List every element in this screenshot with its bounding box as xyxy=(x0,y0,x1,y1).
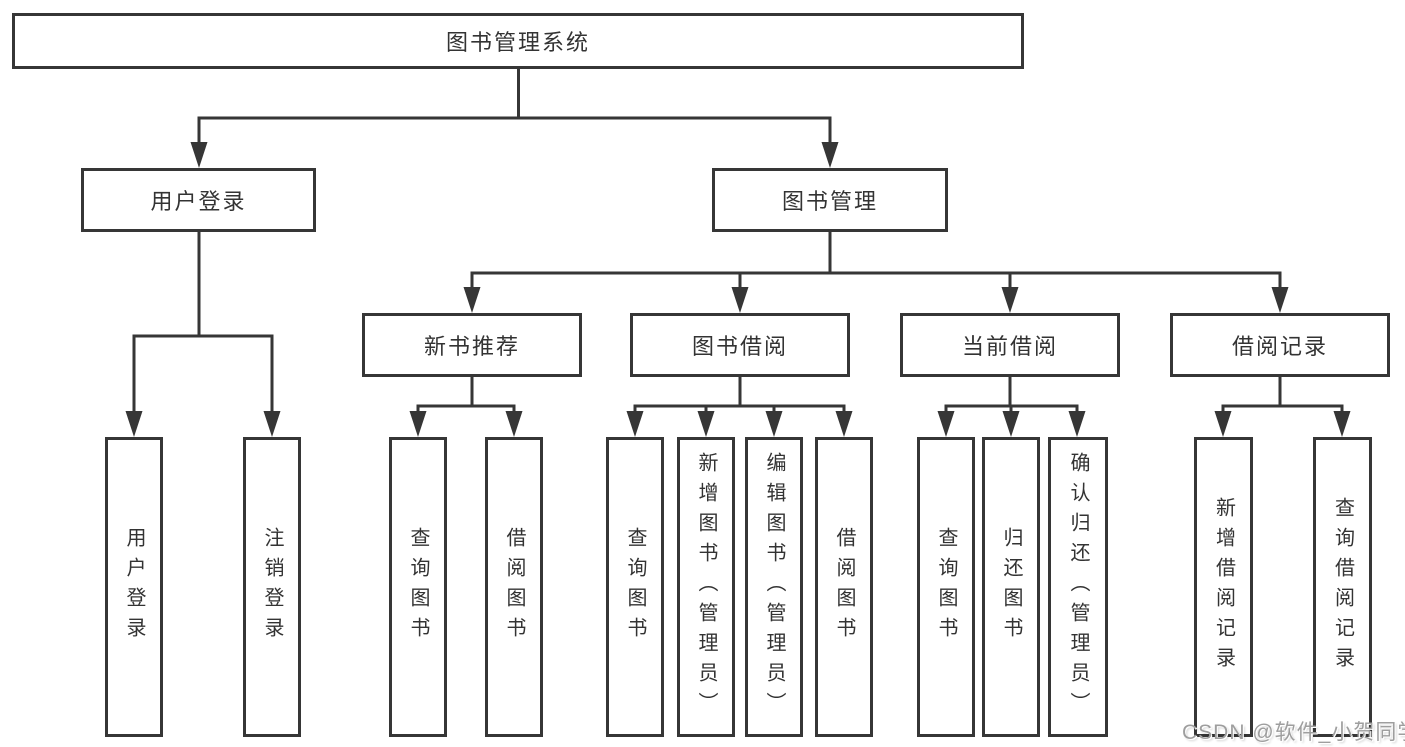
node-root-label: 图书管理系统 xyxy=(445,30,590,55)
leaf-query-books-recommend: 查询图书 xyxy=(389,437,447,737)
leaf-query-borrow-record: 查询借阅记录 xyxy=(1313,437,1372,737)
leaf-borrow-books-label: 借阅图书 xyxy=(833,527,855,647)
node-current-borrow: 当前借阅 xyxy=(900,313,1120,377)
leaf-confirm-return-admin: 确认归还（管理员） xyxy=(1048,437,1108,737)
leaf-query-borrow-record-label: 查询借阅记录 xyxy=(1331,497,1354,677)
watermark: CSDN @软件_小贺同学 xyxy=(1182,721,1405,744)
arrowhead-icons xyxy=(125,142,1351,437)
leaf-add-book-admin-label: 新增图书（管理员） xyxy=(695,452,717,722)
leaf-add-borrow-record: 新增借阅记录 xyxy=(1194,437,1253,737)
node-book-borrow: 图书借阅 xyxy=(630,313,850,377)
leaf-query-books-recommend-label: 查询图书 xyxy=(407,527,429,647)
leaf-edit-book-admin-label: 编辑图书（管理员） xyxy=(763,452,785,722)
node-book-management: 图书管理 xyxy=(712,168,948,232)
connector-root-to-level2 xyxy=(197,67,832,146)
node-new-book-recommend-label: 新书推荐 xyxy=(423,334,520,359)
node-new-book-recommend: 新书推荐 xyxy=(362,313,582,377)
leaf-query-books-borrow: 查询图书 xyxy=(606,437,664,737)
leaf-borrow-books: 借阅图书 xyxy=(815,437,873,737)
node-user-login: 用户登录 xyxy=(81,168,316,232)
connector-level3-to-leaves xyxy=(416,377,1344,414)
connector-bookmgmt-to-level3 xyxy=(470,232,1282,290)
leaf-query-books-borrow-label: 查询图书 xyxy=(624,527,646,647)
node-current-borrow-label: 当前借阅 xyxy=(961,334,1058,359)
leaf-query-books-current-label: 查询图书 xyxy=(935,527,957,647)
connector-userlogin-to-leaves xyxy=(132,232,274,414)
node-book-borrow-label: 图书借阅 xyxy=(691,334,788,359)
leaf-user-login: 用户登录 xyxy=(105,437,163,737)
leaf-logout: 注销登录 xyxy=(243,437,301,737)
leaf-edit-book-admin: 编辑图书（管理员） xyxy=(745,437,803,737)
node-book-management-label: 图书管理 xyxy=(781,189,878,214)
leaf-borrow-books-recommend-label: 借阅图书 xyxy=(503,527,525,647)
leaf-return-book: 归还图书 xyxy=(982,437,1040,737)
node-borrow-records-label: 借阅记录 xyxy=(1231,334,1328,359)
node-borrow-records: 借阅记录 xyxy=(1170,313,1390,377)
leaf-logout-label: 注销登录 xyxy=(261,527,283,647)
leaf-confirm-return-admin-label: 确认归还（管理员） xyxy=(1067,452,1089,722)
leaf-user-login-label: 用户登录 xyxy=(123,527,145,647)
leaf-borrow-books-recommend: 借阅图书 xyxy=(485,437,543,737)
leaf-add-book-admin: 新增图书（管理员） xyxy=(677,437,735,737)
node-user-login-label: 用户登录 xyxy=(150,189,247,214)
leaf-query-books-current: 查询图书 xyxy=(917,437,975,737)
node-root: 图书管理系统 xyxy=(12,13,1024,69)
leaf-return-book-label: 归还图书 xyxy=(1000,527,1022,647)
leaf-add-borrow-record-label: 新增借阅记录 xyxy=(1212,497,1235,677)
